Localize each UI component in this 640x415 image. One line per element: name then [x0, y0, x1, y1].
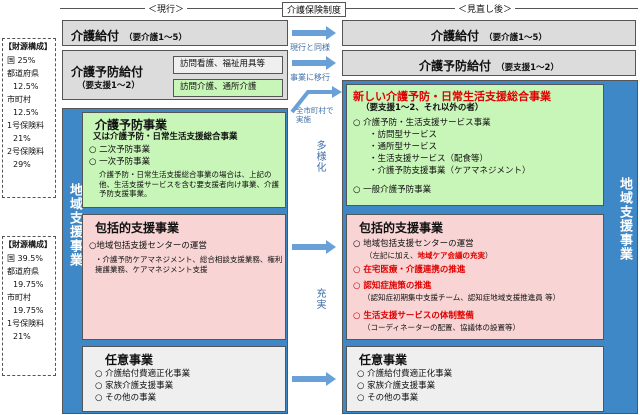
finance-line: 21%	[13, 134, 31, 143]
header-center: 介護保険制度	[282, 2, 347, 17]
left-yobou-jigyo-title: 介護予防事業	[95, 118, 168, 132]
right-houkatsu-b3-note: （認知症初期集中支援チーム、認知症地域支援推進員 等）	[363, 293, 561, 302]
left-houkatsu-b2: ・介護予防ケアマネジメント、総合相談支援業務、権利擁護業務、ケアマネジメント支援	[95, 255, 283, 274]
left-yobou-item-1: 訪問看護、福祉用具等	[173, 56, 283, 74]
right-houkatsu: 包括的支援事業 ○ 地域包括支援センターの運営 （左記に加え、地域ケア会議の充実…	[346, 214, 604, 340]
right-sougou-title: 新しい介護予防・日常生活支援総合事業	[353, 90, 551, 103]
tayou-label: 多様化	[314, 140, 325, 173]
right-sougou: 新しい介護予防・日常生活支援総合事業 （要支援1～2、それ以外の者） ○ 介護予…	[346, 84, 604, 206]
left-houkatsu-b1: ○地域包括支援センターの運営	[89, 241, 207, 251]
finance-box-2: 【財源構成】 国 39.5% 都道府県 19.75% 市町村 19.75% 1号…	[2, 236, 56, 376]
arrow-5-head	[326, 372, 336, 386]
finance-line: 12.5%	[13, 82, 39, 91]
right-houkatsu-b1: ○ 地域包括支援センターの運営	[353, 239, 474, 249]
right-houkatsu-b1-note-a: （左記に加え、	[365, 251, 418, 260]
finance-line: 国 25%	[7, 56, 36, 65]
left-kaigo-kyufu: 介護給付 （要介護1～5）	[62, 20, 288, 46]
left-yobou-kyufu-title: 介護予防給付	[71, 65, 144, 79]
right-sougou-item: ○ 一般介護予防事業	[353, 185, 432, 195]
finance-line: 1号保険料	[7, 121, 45, 130]
right-sougou-item: ・介護予防支援事業（ケアマネジメント）	[369, 166, 531, 176]
arrow-1-head	[326, 26, 336, 40]
finance-line: 19.75%	[13, 280, 44, 289]
left-nini-item: ○ その他の事業	[95, 393, 157, 403]
left-yobou-jigyo-sub: 又は介護予防・日常生活支援総合事業	[93, 132, 238, 142]
juujitsu-label: 充実	[314, 288, 325, 310]
left-yobou-item-2: 訪問介護、通所介護	[173, 79, 283, 97]
right-nini-title: 任意事業	[359, 353, 408, 367]
finance-title-1: 【財源構成】	[4, 42, 52, 51]
right-houkatsu-b3: ○ 認知症施策の推進	[353, 281, 432, 291]
right-sougou-item: ○ 介護予防・生活支援サービス事業	[353, 118, 491, 128]
left-kaigo-kyufu-title: 介護給付	[71, 29, 120, 43]
left-nini: 任意事業 ○ 介護給付費適正化事業 ○ 家族介護支援事業 ○ その他の事業	[82, 346, 286, 412]
finance-line: 19.75%	[13, 306, 44, 315]
arrow-1-label: 現行と同様	[290, 43, 330, 52]
left-nini-item: ○ 介護給付費適正化事業	[95, 369, 191, 379]
left-yobou-jigyo: 介護予防事業 又は介護予防・日常生活支援総合事業 ○ 二次予防事業 ○ 一次予防…	[82, 112, 286, 208]
right-houkatsu-b1-note-red: 地域ケア会議の充実	[417, 251, 486, 260]
arrow-5	[292, 376, 328, 382]
right-sougou-item: ・通所型サービス	[369, 142, 438, 152]
right-houkatsu-b1-note-b: ）	[485, 251, 493, 260]
left-yobou-jigyo-b2: ○ 一次予防事業	[89, 157, 151, 167]
arrow-1	[292, 30, 328, 36]
left-yobou-kyufu: 介護予防給付 （要支援1～2） 訪問看護、福祉用具等 訪問介護、通所介護	[62, 50, 288, 100]
finance-line: 都道府県	[7, 69, 39, 78]
right-kaigo-kyufu-title: 介護給付	[431, 29, 480, 43]
finance-line: 市町村	[7, 95, 31, 104]
right-kaigo-kyufu-sub: （要介護1～5）	[484, 33, 547, 43]
arrow-4	[292, 244, 328, 250]
left-yobou-jigyo-b1: ○ 二次予防事業	[89, 145, 151, 155]
header-line	[60, 8, 638, 9]
left-yobou-jigyo-note: 介護予防・日常生活支援総合事業の場合は、上記の他、生活支援サービスを含む要支援者…	[99, 170, 279, 198]
finance-line: 2号保険料	[7, 147, 45, 156]
right-nini-item: ○ 家族介護支援事業	[357, 381, 436, 391]
finance-title-2: 【財源構成】	[4, 240, 52, 249]
right-chiiki-label: 地域支援事業	[617, 177, 632, 261]
arrow-4-head	[326, 240, 336, 254]
right-nini-item: ○ その他の事業	[357, 393, 419, 403]
left-yobou-kyufu-sub: （要支援1～2）	[77, 81, 140, 91]
arrow-3-label: 全市町村で実施	[296, 106, 334, 124]
finance-box-1: 【財源構成】 国 25% 都道府県 12.5% 市町村 12.5% 1号保険料 …	[2, 38, 56, 198]
arrow-2-head	[326, 56, 336, 70]
finance-line: 1号保険料	[7, 319, 45, 328]
right-yobou-kyufu: 介護予防給付 （要支援1～2）	[342, 50, 636, 76]
left-kaigo-kyufu-sub: （要介護1～5）	[124, 33, 187, 43]
right-sougou-item: ・訪問型サービス	[369, 130, 438, 140]
left-chiiki-label: 地域支援事業	[67, 183, 82, 267]
right-yobou-kyufu-sub: （要支援1～2）	[496, 63, 559, 73]
right-houkatsu-title: 包括的支援事業	[359, 221, 444, 235]
arrow-2-label: 事業に移行	[290, 73, 330, 82]
left-houkatsu-title: 包括的支援事業	[95, 221, 180, 235]
finance-line: 21%	[13, 332, 31, 341]
right-houkatsu-b4: ○ 生活支援サービスの体制整備	[353, 311, 474, 321]
finance-line: 29%	[13, 160, 31, 169]
right-nini: 任意事業 ○ 介護給付費適正化事業 ○ 家族介護支援事業 ○ その他の事業	[346, 346, 604, 412]
arrow-2	[292, 60, 328, 66]
finance-line: 国 39.5%	[7, 254, 43, 263]
finance-line: 12.5%	[13, 108, 39, 117]
finance-line: 都道府県	[7, 267, 39, 276]
arrow-3	[290, 86, 342, 114]
right-yobou-kyufu-title: 介護予防給付	[419, 59, 492, 73]
left-nini-item: ○ 家族介護支援事業	[95, 381, 174, 391]
right-nini-item: ○ 介護給付費適正化事業	[357, 369, 453, 379]
header-current: ＜現行＞	[145, 2, 188, 15]
left-houkatsu: 包括的支援事業 ○地域包括支援センターの運営 ・介護予防ケアマネジメント、総合相…	[82, 214, 286, 340]
finance-line: 市町村	[7, 293, 31, 302]
header-after: ＜見直し後＞	[455, 2, 516, 15]
right-houkatsu-b1-note: （左記に加え、地域ケア会議の充実）	[365, 251, 493, 261]
right-sougou-sub: （要支援1～2、それ以外の者）	[361, 103, 484, 113]
right-houkatsu-b2: ○ 在宅医療・介護連携の推進	[353, 265, 466, 275]
left-nini-title: 任意事業	[105, 353, 154, 367]
right-houkatsu-b4-note: （コーディネーターの配置、協議体の設置等）	[363, 323, 520, 332]
right-kaigo-kyufu: 介護給付 （要介護1～5）	[342, 20, 636, 46]
right-sougou-item: ・生活支援サービス（配食等）	[369, 154, 489, 164]
